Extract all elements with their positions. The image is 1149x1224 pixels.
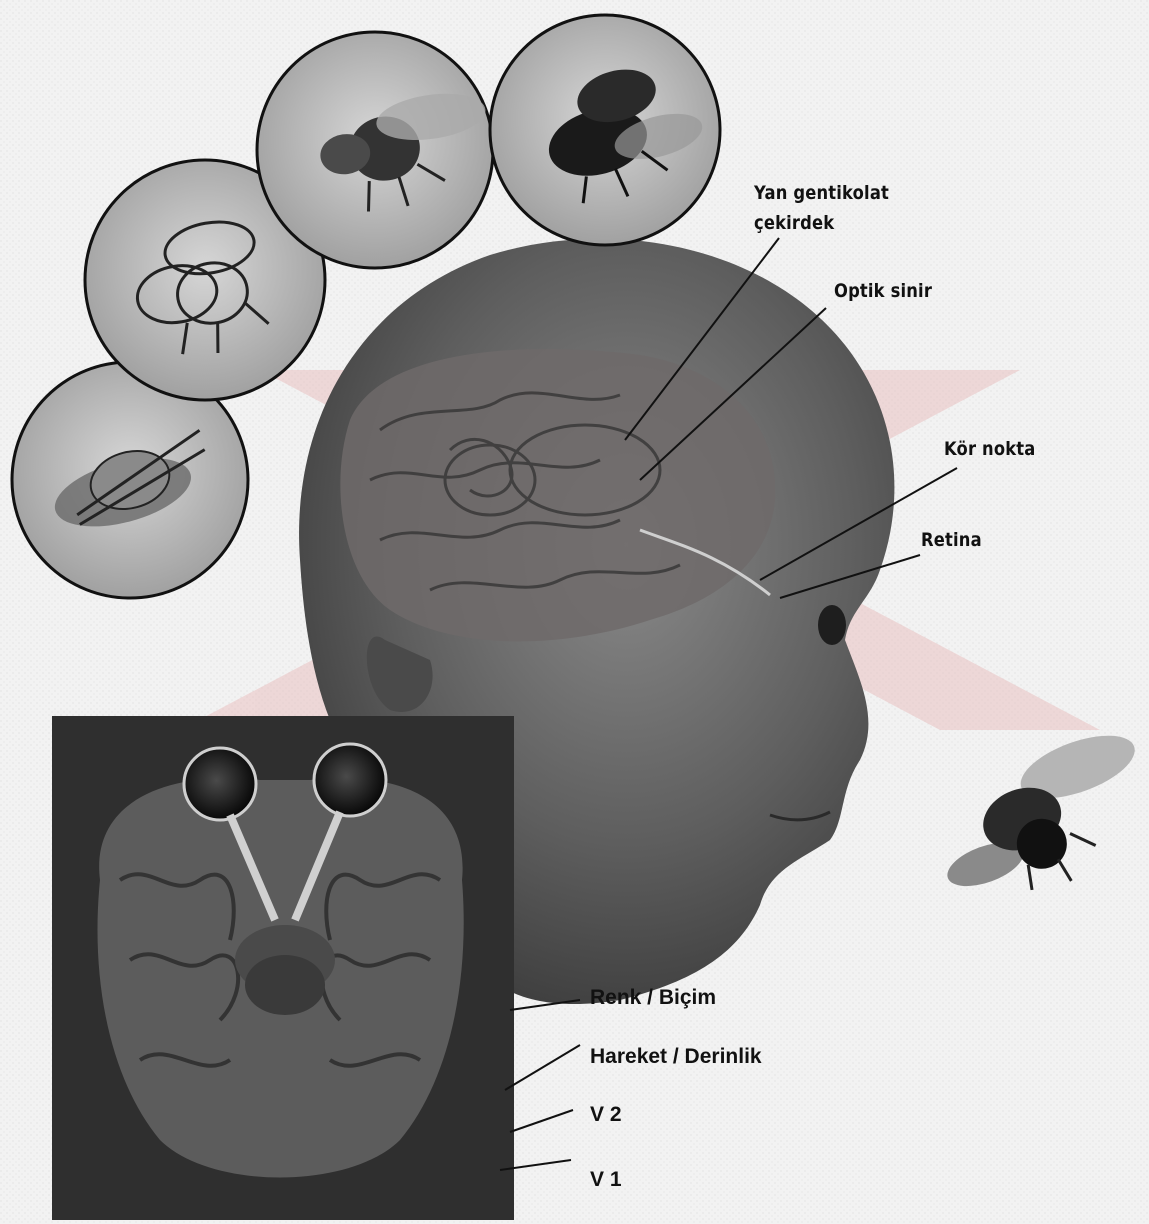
label-retina: Retina — [921, 529, 982, 551]
label-lgn-line1: Yan gentikolat — [754, 182, 889, 204]
label-lgn-line2: çekirdek — [754, 212, 834, 234]
label-blind-spot: Kör nokta — [944, 438, 1035, 460]
fly-circle-3 — [257, 32, 497, 268]
fly-circle-4 — [490, 15, 720, 245]
label-color-form: Renk / Biçim — [590, 986, 716, 1010]
label-v2: V 2 — [590, 1103, 622, 1127]
brain-cross-section — [52, 716, 514, 1220]
label-motion-depth: Hareket / Derinlik — [590, 1045, 762, 1069]
label-optic-nerve: Optik sinir — [834, 280, 932, 302]
label-v1: V 1 — [590, 1168, 622, 1192]
